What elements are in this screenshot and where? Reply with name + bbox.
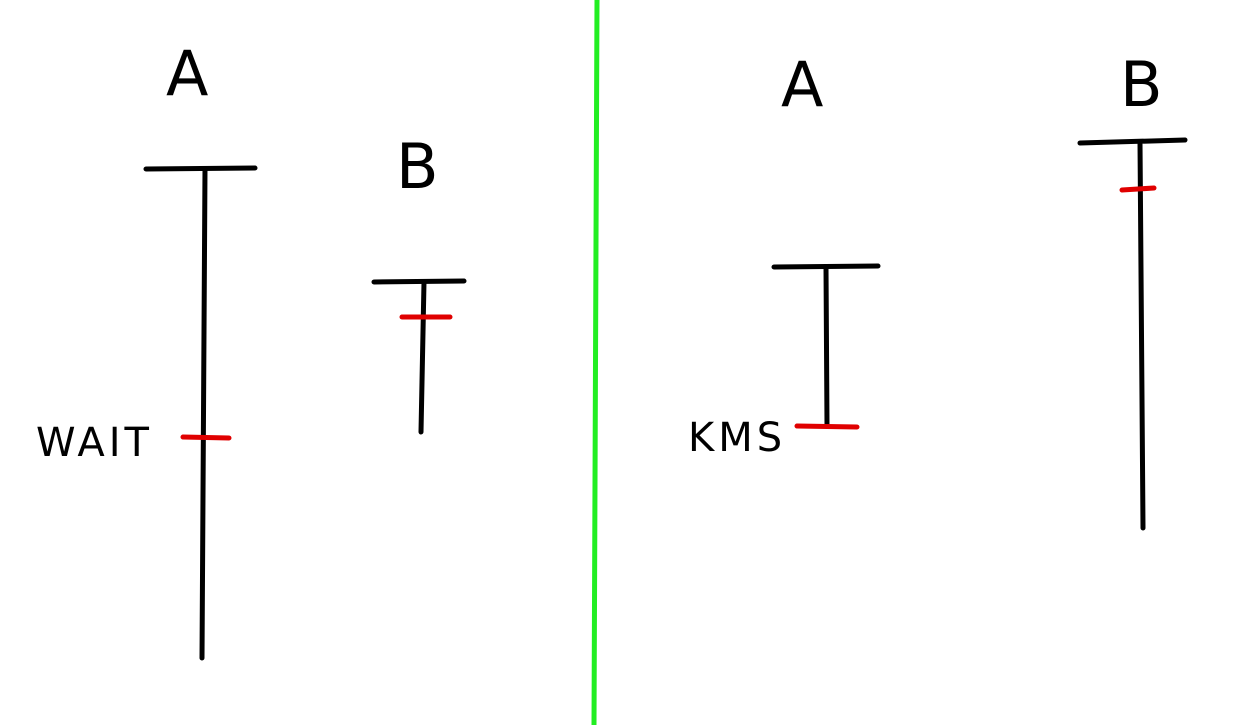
right-bar-b-stem [1137,139,1146,531]
left-bar-a: A WAIT [36,37,258,661]
right-bar-a-stem [823,264,830,429]
left-bar-b-top-cap [371,278,467,285]
panel-divider [591,0,600,725]
left-bar-a-marker-label: WAIT [36,420,153,466]
left-bar-a-marker [180,434,232,441]
left-bar-a-stem [199,166,208,661]
right-bar-b: B [1077,48,1188,531]
right-bar-b-top-cap [1077,137,1188,146]
left-panel: A WAIT B [36,37,467,661]
left-bar-b: B [371,130,467,435]
right-bar-b-marker [1119,185,1157,193]
right-bar-a-marker [794,423,860,430]
left-bar-b-stem [418,279,427,435]
right-panel: A KMS B [688,48,1188,531]
right-bar-a: A KMS [688,48,881,461]
right-bar-a-marker-label: KMS [688,415,786,461]
right-bar-a-label: A [781,48,823,121]
right-bar-b-label: B [1120,48,1163,121]
left-bar-a-label: A [166,37,208,110]
left-bar-b-label: B [396,130,439,203]
left-bar-a-top-cap [143,165,258,172]
